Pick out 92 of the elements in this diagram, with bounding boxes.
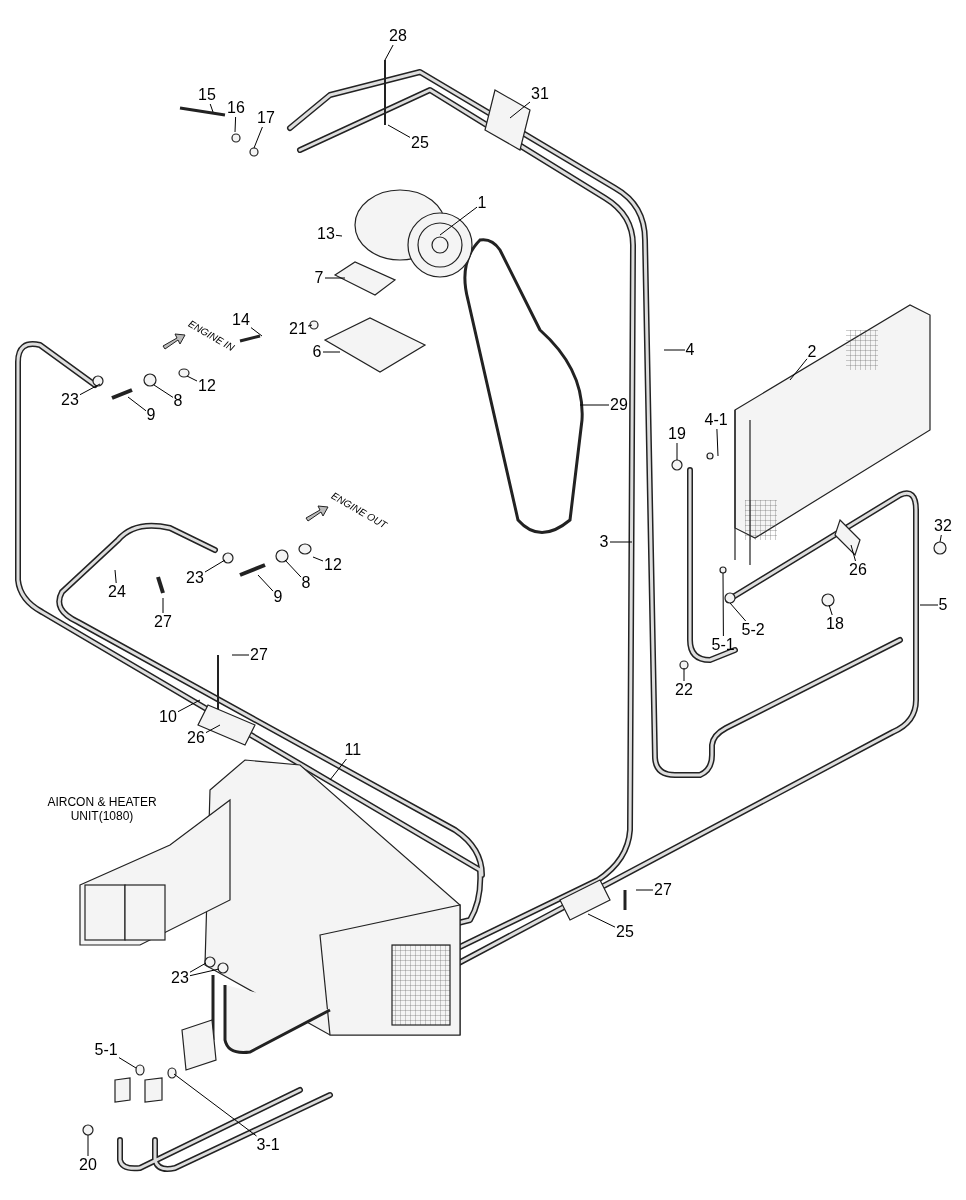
- callout-number: 31: [530, 85, 550, 103]
- callout-number: 21: [288, 320, 308, 338]
- callout-number: 4: [684, 341, 696, 359]
- leader-line: [579, 404, 610, 406]
- callout-number: 17: [256, 109, 276, 127]
- leader-line: [722, 572, 724, 637]
- leader-line: [173, 1073, 257, 1137]
- callout-number: 8: [172, 392, 184, 410]
- leader-line: [329, 758, 347, 781]
- leader-line: [234, 116, 237, 133]
- leader-line: [205, 724, 221, 734]
- leader-line: [683, 667, 685, 682]
- leader-line: [850, 544, 856, 562]
- leader-line: [186, 375, 198, 382]
- unit-label: AIRCON & HEATER UNIT(1080): [46, 795, 158, 823]
- leader-line: [153, 384, 174, 398]
- leader-line: [322, 351, 341, 353]
- callout-number: 26: [186, 729, 206, 747]
- leader-line: [939, 534, 942, 543]
- leader-line: [127, 396, 147, 412]
- callout-number: 18: [825, 615, 845, 633]
- leader-line: [919, 604, 939, 606]
- leader-line: [335, 234, 343, 237]
- callout-number: 11: [343, 741, 363, 759]
- leader-line: [162, 597, 164, 614]
- leader-line: [118, 1057, 137, 1069]
- callout-number: 27: [653, 881, 673, 899]
- callout-number: 5: [937, 596, 949, 614]
- callout-number: 5-2: [740, 621, 766, 639]
- leader-line: [587, 913, 616, 928]
- leader-line: [789, 358, 808, 381]
- leader-line: [312, 556, 324, 562]
- leader-line: [284, 559, 302, 578]
- callout-number: 2: [806, 343, 818, 361]
- callout-number: 7: [313, 269, 325, 287]
- leader-line: [307, 324, 313, 327]
- leader-line: [79, 383, 101, 396]
- callout-number: 13: [316, 225, 336, 243]
- callout-number: 16: [226, 99, 246, 117]
- callout-number: 8: [300, 574, 312, 592]
- callout-number: 10: [158, 708, 178, 726]
- leader-line: [384, 44, 394, 61]
- callout-number: 25: [410, 134, 430, 152]
- callout-number: 29: [609, 396, 629, 414]
- callout-number: 23: [170, 969, 190, 987]
- leader-line: [635, 889, 654, 891]
- callout-number: 3: [598, 533, 610, 551]
- leader-line: [387, 124, 411, 138]
- leader-line: [828, 604, 833, 616]
- callout-number: 4-1: [703, 411, 729, 429]
- leader-line: [324, 277, 346, 279]
- callout-number: 27: [249, 646, 269, 664]
- leader-line: [189, 968, 220, 977]
- callout-number: 15: [197, 86, 217, 104]
- callout-number: 5-1: [710, 636, 736, 654]
- callout-number: 9: [145, 406, 157, 424]
- callout-number: 9: [272, 588, 284, 606]
- leader-line: [509, 101, 531, 119]
- leader-line: [253, 126, 263, 149]
- leader-line: [87, 1134, 89, 1157]
- callout-number: 19: [667, 425, 687, 443]
- callout-number: 3-1: [255, 1136, 281, 1154]
- leader-line: [250, 327, 263, 337]
- callout-number: 23: [185, 569, 205, 587]
- leader-line: [729, 602, 747, 622]
- callout-number: 27: [153, 613, 173, 631]
- leader-line: [204, 559, 226, 573]
- leader-line: [439, 206, 478, 236]
- callout-number: 6: [311, 343, 323, 361]
- callout-number: 28: [388, 27, 408, 45]
- callout-number: 14: [231, 311, 251, 329]
- leader-line: [609, 541, 633, 543]
- leader-line: [257, 574, 274, 592]
- callout-number: 20: [78, 1156, 98, 1174]
- callout-number: 32: [933, 517, 953, 535]
- callout-number: 25: [615, 923, 635, 941]
- leader-line: [231, 654, 250, 656]
- callout-number: 12: [197, 377, 217, 395]
- callout-number: 23: [60, 391, 80, 409]
- leader-line: [716, 428, 719, 457]
- leader-line: [114, 569, 117, 584]
- callout-number: 5-1: [93, 1041, 119, 1059]
- leader-line: [177, 699, 201, 713]
- leader-line: [676, 442, 678, 461]
- leader-line: [189, 962, 207, 973]
- callout-number: 26: [848, 561, 868, 579]
- leader-line: [663, 349, 686, 351]
- leader-line: [209, 103, 214, 113]
- callout-number: 1: [476, 194, 488, 212]
- callout-number: 12: [323, 556, 343, 574]
- callout-number: 24: [107, 583, 127, 601]
- callout-number: 22: [674, 681, 694, 699]
